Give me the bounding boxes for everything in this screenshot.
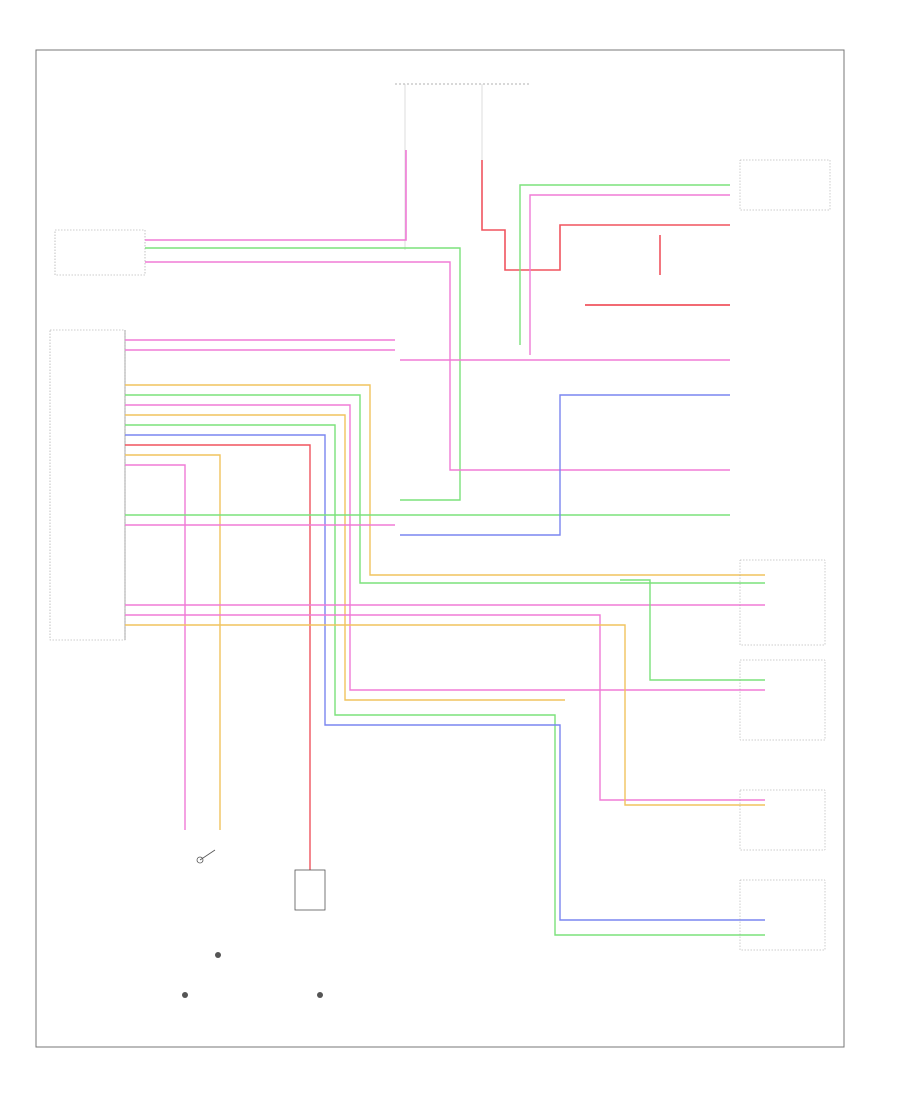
wire-red-low — [125, 444, 311, 870]
page-border — [35, 49, 845, 1048]
wire-pink-lower-2 — [125, 614, 765, 801]
wire-green-lower — [620, 579, 765, 681]
relay-module-left — [54, 229, 146, 276]
wire-pink-relay — [145, 261, 730, 471]
wire-pink-top — [145, 150, 407, 241]
wire-orange-lower — [125, 624, 765, 806]
wire-green-top-right — [519, 184, 730, 345]
wire-pink-top-right — [529, 194, 730, 355]
ground-symbols — [182, 952, 323, 998]
switch-lower-left — [196, 849, 216, 864]
wire-green-2 — [125, 424, 765, 936]
wire-blue-long — [400, 394, 730, 536]
right-connectors — [739, 159, 831, 951]
wire-red-top — [481, 160, 730, 271]
wire-orange-1 — [125, 384, 765, 576]
wire-orange-2 — [125, 414, 565, 701]
wire-blue-1 — [125, 434, 765, 921]
fuse-box-top — [395, 83, 530, 250]
wire-orange-low — [125, 454, 221, 830]
switch-lower-mid — [294, 869, 326, 911]
wire-pink-low — [125, 464, 186, 830]
wire-green-1 — [125, 394, 765, 584]
wire-pink-1 — [125, 404, 765, 691]
cluster-connector — [49, 329, 126, 641]
wire-green-relay — [145, 247, 461, 501]
